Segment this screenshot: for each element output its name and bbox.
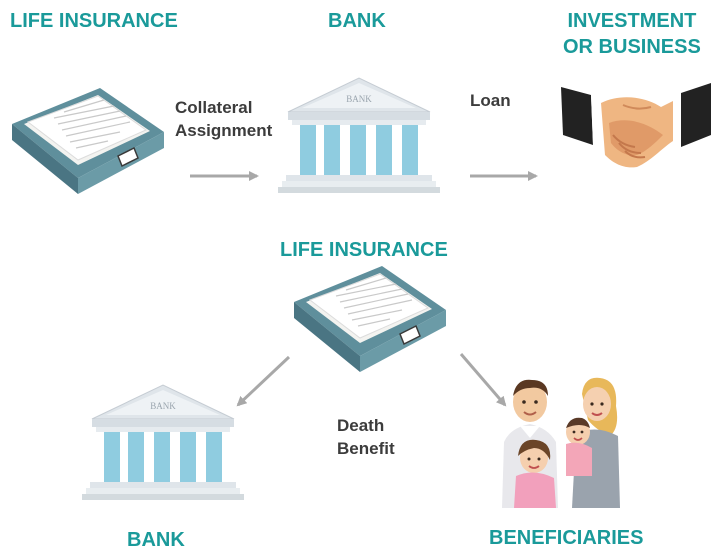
collateral-assignment-label: Collateral Assignment [175, 96, 272, 142]
policy-document-tray-icon-middle [294, 266, 446, 372]
death-benefit-label: Death Benefit [337, 414, 395, 460]
death-line1: Death [337, 416, 385, 435]
arrow-to-beneficiaries [459, 353, 507, 407]
bank-sign: BANK [346, 94, 372, 104]
life-insurance-heading-middle: LIFE INSURANCE [280, 239, 448, 261]
life-insurance-heading-top: LIFE INSURANCE [10, 10, 178, 32]
bank-building-icon-bottom: BANK [82, 384, 244, 500]
bank-heading-top: BANK [328, 10, 386, 32]
beneficiaries-heading: BENEFICIARIES [489, 527, 644, 549]
handshake-icon [561, 83, 711, 168]
bank-sign-bottom: BANK [150, 401, 176, 411]
death-line2: Benefit [337, 439, 395, 458]
investment-heading: INVESTMENT OR BUSINESS [563, 8, 701, 60]
family-icon [502, 377, 620, 508]
loan-label: Loan [470, 91, 511, 110]
policy-document-tray-icon [12, 88, 164, 194]
arrow-to-bank-bottom [236, 355, 291, 407]
collateral-line2: Assignment [175, 121, 273, 140]
bank-heading-bottom: BANK [127, 529, 185, 551]
collateral-line1: Collateral [175, 98, 253, 117]
investment-heading-line1: INVESTMENT [567, 10, 697, 32]
bank-building-icon-top: BANK [278, 77, 440, 193]
investment-heading-line2: OR BUSINESS [563, 36, 701, 58]
